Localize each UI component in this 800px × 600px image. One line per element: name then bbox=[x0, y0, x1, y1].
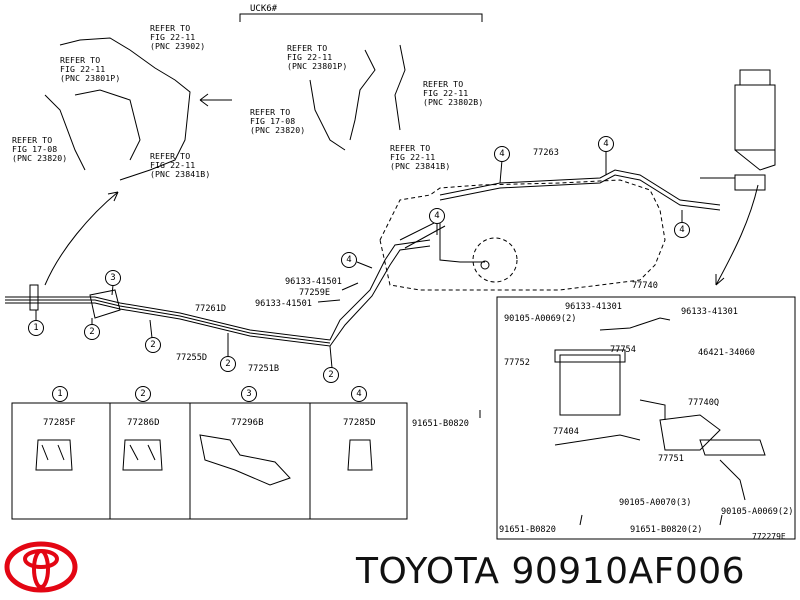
brand-title: TOYOTA 90910AF006 bbox=[356, 551, 746, 592]
callout-2: 2 bbox=[84, 324, 100, 340]
callout-2: 2 bbox=[145, 337, 161, 353]
part-label: 77261D bbox=[195, 304, 227, 314]
refer-note: REFER TO FIG 17-08 (PNC 23820) bbox=[12, 135, 68, 163]
refer-note: REFER TO FIG 22-11 (PNC 23801P) bbox=[287, 43, 348, 71]
part-label: 77740 bbox=[632, 281, 658, 291]
legend-part: 77286D bbox=[127, 418, 160, 428]
refer-note: REFER TO FIG 22-11 (PNC 23841B) bbox=[150, 151, 211, 179]
part-label: 90105-A0070(3) bbox=[619, 498, 692, 508]
callout-1: 1 bbox=[28, 320, 44, 336]
callout-2: 2 bbox=[220, 356, 236, 372]
callout-4: 4 bbox=[429, 208, 445, 224]
part-label: 77251B bbox=[248, 364, 280, 374]
part-label: 77404 bbox=[553, 427, 579, 437]
refer-note: REFER TO FIG 22-11 (PNC 23802B) bbox=[423, 79, 484, 107]
legend-part: 77296B bbox=[231, 418, 264, 428]
part-label: 91651-B0820 bbox=[412, 419, 469, 429]
legend-num: 2 bbox=[135, 386, 151, 402]
part-label: 77263 bbox=[533, 148, 559, 158]
legend-num: 3 bbox=[241, 386, 257, 402]
part-label: 91651-B0820 bbox=[499, 525, 556, 535]
part-label: 90105-A0069(2) bbox=[721, 507, 794, 517]
refer-note: REFER TO FIG 22-11 (PNC 23801P) bbox=[60, 55, 121, 83]
part-label: 96133-41301 bbox=[565, 302, 622, 312]
part-label: 77255D bbox=[176, 353, 208, 363]
refer-note: REFER TO FIG 22-11 (PNC 23841B) bbox=[390, 143, 451, 171]
part-label: 90105-A0069(2) bbox=[504, 314, 577, 324]
part-label: 77754 bbox=[610, 345, 636, 355]
legend-part: 77285F bbox=[43, 418, 76, 428]
callout-4: 4 bbox=[674, 222, 690, 238]
part-label: 77751 bbox=[658, 454, 684, 464]
legend-part: 77285D bbox=[343, 418, 376, 428]
part-label: 77740Q bbox=[688, 398, 720, 408]
legend-num: 4 bbox=[351, 386, 367, 402]
callout-4: 4 bbox=[598, 136, 614, 152]
part-label: 96133-41501 bbox=[255, 299, 312, 309]
toyota-logo-icon bbox=[4, 541, 78, 593]
refer-note: REFER TO FIG 17-08 (PNC 23820) bbox=[250, 107, 306, 135]
part-label: 46421-34060 bbox=[698, 348, 755, 358]
variant-label: UCK6# bbox=[250, 4, 278, 14]
part-label: 91651-B0820(2) bbox=[630, 525, 703, 535]
part-label: 96133-41501 bbox=[285, 277, 342, 287]
callout-2: 2 bbox=[323, 367, 339, 383]
legend-num: 1 bbox=[52, 386, 68, 402]
part-label: 77259E bbox=[299, 288, 331, 298]
callout-4: 4 bbox=[494, 146, 510, 162]
callout-4: 4 bbox=[341, 252, 357, 268]
diagram-code: 772279E bbox=[752, 532, 786, 541]
refer-note: REFER TO FIG 22-11 (PNC 23902) bbox=[150, 23, 206, 51]
part-label: 77752 bbox=[504, 358, 530, 368]
part-label: 96133-41301 bbox=[681, 307, 738, 317]
callout-3: 3 bbox=[105, 270, 121, 286]
